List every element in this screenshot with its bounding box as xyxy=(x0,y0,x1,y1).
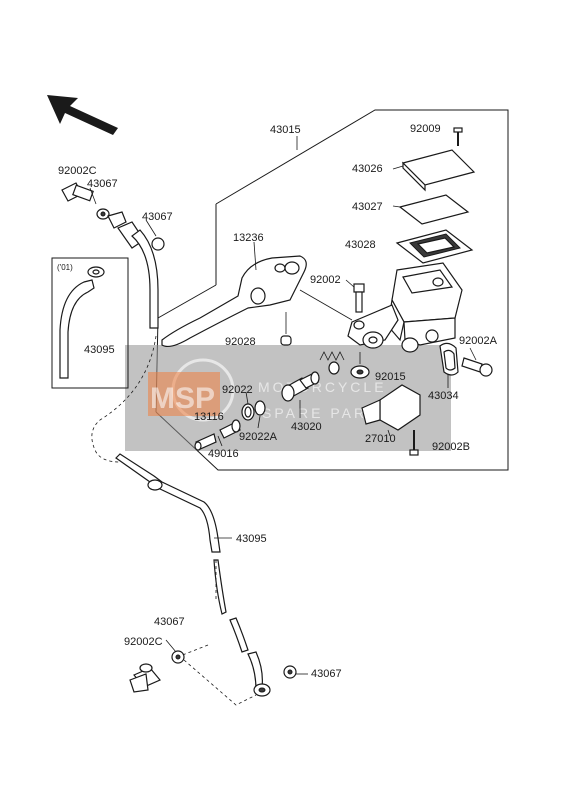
label-43026: 43026 xyxy=(352,163,383,175)
part-43028-diaphragm xyxy=(395,229,474,264)
part-43034-clamp xyxy=(439,342,459,388)
label-43015: 43015 xyxy=(270,124,301,136)
label-92009: 92009 xyxy=(410,123,441,135)
label-43028: 43028 xyxy=(345,239,376,251)
part-92002-bolt xyxy=(345,279,365,313)
part-top-banjo-bolt xyxy=(61,182,165,251)
label-49016: 49016 xyxy=(208,448,239,460)
part-bottom-fittings xyxy=(129,639,308,706)
inset-variant-01 xyxy=(51,257,129,389)
watermark-line1: MOTORCYCLE xyxy=(258,379,387,395)
label-92028: 92028 xyxy=(225,336,256,348)
label-92002: 92002 xyxy=(310,274,341,286)
label-92002C-top: 92002C xyxy=(58,165,97,177)
part-92002A-bolt xyxy=(461,347,493,377)
part-43095-hose xyxy=(115,453,271,697)
label-43067-bot1: 43067 xyxy=(154,616,185,628)
label-13236: 13236 xyxy=(233,232,264,244)
part-13236-lever xyxy=(161,241,307,348)
part-43027-plate xyxy=(392,194,470,225)
part-43026-cap xyxy=(392,149,476,192)
part-master-cylinder-body xyxy=(347,262,463,353)
label-43067-bot2: 43067 xyxy=(311,668,342,680)
watermark-line2: SPARE PARTS xyxy=(262,405,391,421)
front-arrow-icon xyxy=(47,95,118,135)
label-43034: 43034 xyxy=(428,390,459,402)
label-43095-inset: 43095 xyxy=(84,344,115,356)
label-43067-top1: 43067 xyxy=(87,178,118,190)
part-92022-seal xyxy=(241,391,266,429)
label-92002B: 92002B xyxy=(432,441,470,453)
label-92015: 92015 xyxy=(375,371,406,383)
part-49016-rod xyxy=(194,419,241,451)
label-27010: 27010 xyxy=(365,433,396,445)
watermark-brand: MSP xyxy=(150,382,215,415)
label-43027: 43027 xyxy=(352,201,383,213)
part-92028-pin xyxy=(280,312,292,346)
label-43020: 43020 xyxy=(291,421,322,433)
part-92009-screw xyxy=(453,127,463,146)
label-92022: 92022 xyxy=(222,384,253,396)
label-inset-year: ('01) xyxy=(57,263,73,272)
label-43095-main: 43095 xyxy=(236,533,267,545)
label-13116: 13116 xyxy=(194,411,224,423)
label-92002C-bot: 92002C xyxy=(124,636,163,648)
label-92022A: 92022A xyxy=(239,431,278,443)
part-43020-piston xyxy=(281,351,345,418)
part-top-hose xyxy=(131,229,159,329)
label-92002A: 92002A xyxy=(459,335,498,347)
part-92002B-screw xyxy=(409,430,419,456)
label-43067-top2: 43067 xyxy=(142,211,173,223)
part-92015-nut xyxy=(350,352,370,379)
part-27010-switch xyxy=(361,384,421,437)
